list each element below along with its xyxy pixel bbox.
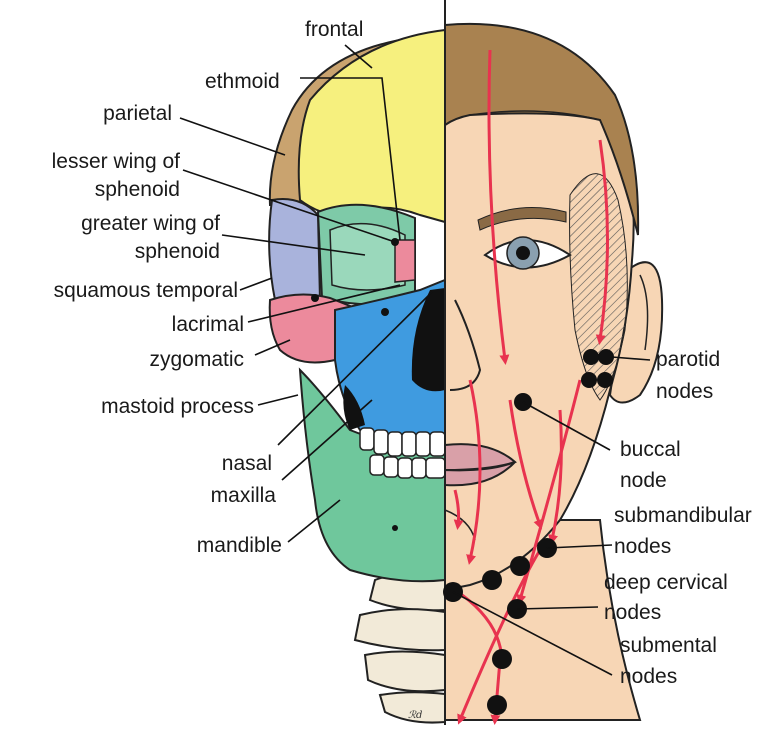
label-submandibular-line2: nodes [614, 533, 671, 561]
label-nasal: nasal [0, 450, 272, 478]
label-lacrimal: lacrimal [0, 311, 244, 339]
orbit-inner [330, 224, 405, 290]
label-maxilla: maxilla [0, 482, 276, 510]
label-deep-cervical-line1: deep cervical [604, 569, 728, 597]
deep-cervical-node [492, 649, 512, 669]
label-submental-line2: nodes [620, 663, 677, 691]
parotid-node [597, 372, 613, 388]
artist-signature: ℛd [408, 710, 422, 721]
temporal-bone [269, 199, 320, 305]
label-submental-line1: submental [620, 632, 717, 660]
label-mastoid-process: mastoid process [0, 393, 254, 421]
lacrimal-bone [395, 240, 415, 282]
label-submandibular-line1: submandibular [614, 502, 752, 530]
deep-cervical-node [487, 695, 507, 715]
label-buccal-line2: node [620, 467, 667, 495]
label-buccal-line1: buccal [620, 436, 681, 464]
parotid-node [598, 349, 614, 365]
cervical-vertebrae [355, 573, 445, 722]
label-greater-wing-line2: sphenoid [0, 238, 220, 266]
label-frontal: frontal [305, 16, 363, 44]
label-parietal: parietal [60, 100, 172, 128]
skull-half [269, 30, 445, 723]
parotid-node [581, 372, 597, 388]
submandibular-node [482, 570, 502, 590]
label-mandible: mandible [0, 532, 282, 560]
label-lesser-wing-line1: lesser wing of [0, 148, 180, 176]
parotid-node [583, 349, 599, 365]
submandibular-node [510, 556, 530, 576]
label-greater-wing-line1: greater wing of [0, 210, 220, 238]
label-parotid-line1: parotid [656, 346, 720, 374]
label-ethmoid: ethmoid [205, 68, 280, 96]
label-lesser-wing-line2: sphenoid [0, 176, 180, 204]
label-deep-cervical-line2: nodes [604, 599, 661, 627]
label-parotid-line2: nodes [656, 378, 713, 406]
label-zygomatic: zygomatic [0, 346, 244, 374]
frontal-bone [299, 30, 445, 222]
label-squamous-temporal: squamous temporal [0, 277, 238, 305]
